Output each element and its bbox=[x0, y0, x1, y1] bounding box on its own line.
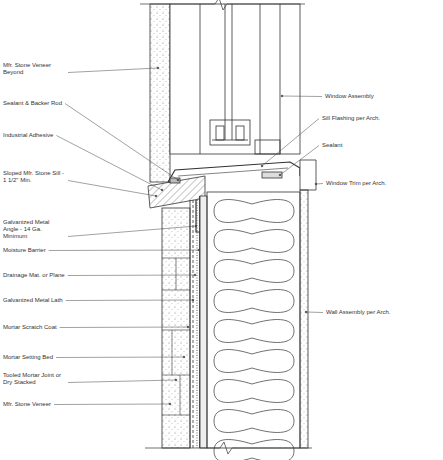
leader-line bbox=[68, 275, 195, 277]
leader-dot bbox=[195, 225, 197, 227]
callout-label: Galvanized Metal Angle - 14 Ga. Minimum bbox=[3, 219, 65, 240]
leader-dot bbox=[187, 326, 189, 328]
leader-dot bbox=[192, 299, 194, 301]
callout-label: Moisture Barrier bbox=[3, 247, 46, 254]
leader-dot bbox=[177, 179, 179, 181]
leader-dot bbox=[175, 379, 177, 381]
leader-dot bbox=[315, 183, 317, 185]
leader-line bbox=[54, 404, 170, 406]
callout-label: Sill Flashing per Arch. bbox=[322, 115, 380, 122]
leader-line bbox=[68, 226, 196, 237]
callout-label: Mfr. Stone Veneer Beyond bbox=[3, 62, 65, 76]
leader-dot bbox=[198, 249, 200, 251]
leader-line bbox=[68, 68, 158, 73]
leader-line bbox=[68, 380, 176, 383]
leader-line bbox=[56, 136, 162, 191]
callout-label: Drainage Mat. or Plane bbox=[3, 272, 65, 279]
callout-label: Mfr. Stone Veneer bbox=[3, 401, 51, 408]
leader-dot bbox=[279, 174, 281, 176]
leader-line bbox=[316, 183, 323, 185]
callout-label: Tooled Mortar Joint or Dry Stacked bbox=[3, 372, 65, 386]
leader-line bbox=[306, 312, 323, 314]
callout-label: Galvanized Metal Lath bbox=[3, 297, 63, 304]
leader-dot bbox=[305, 311, 307, 313]
callout-label: Sealant bbox=[322, 142, 342, 149]
leader-dot bbox=[281, 95, 283, 97]
leader-dot bbox=[194, 274, 196, 276]
leader-dot bbox=[261, 165, 263, 167]
leader-dot bbox=[183, 356, 185, 358]
callout-label: Wall Assembly per Arch. bbox=[326, 309, 390, 316]
leader-line bbox=[56, 357, 184, 359]
leader-line bbox=[66, 300, 193, 302]
callout-label: Sloped Mfr. Stone Sill - 1 1/2" Min. bbox=[3, 170, 65, 184]
leader-line bbox=[68, 181, 156, 197]
leader-dot bbox=[169, 403, 171, 405]
callout-label: Mortar Scratch Coat bbox=[3, 324, 57, 331]
leader-line bbox=[49, 250, 199, 252]
leader-line bbox=[282, 96, 322, 98]
leader-dot bbox=[161, 189, 163, 191]
callout-label: Mortar Setting Bed bbox=[3, 354, 53, 361]
leader-dot bbox=[155, 195, 157, 197]
leader-line bbox=[262, 119, 319, 167]
callout-label: Sealant & Backer Rod bbox=[3, 100, 62, 107]
leader-line bbox=[60, 327, 188, 329]
leader-line bbox=[280, 146, 319, 176]
callout-label: Industrial Adhesive bbox=[3, 132, 53, 139]
leader-dot bbox=[157, 67, 159, 69]
leader-line bbox=[65, 104, 178, 181]
callout-label: Window Assembly bbox=[325, 93, 374, 100]
callout-label: Window Trim per Arch. bbox=[326, 180, 386, 187]
